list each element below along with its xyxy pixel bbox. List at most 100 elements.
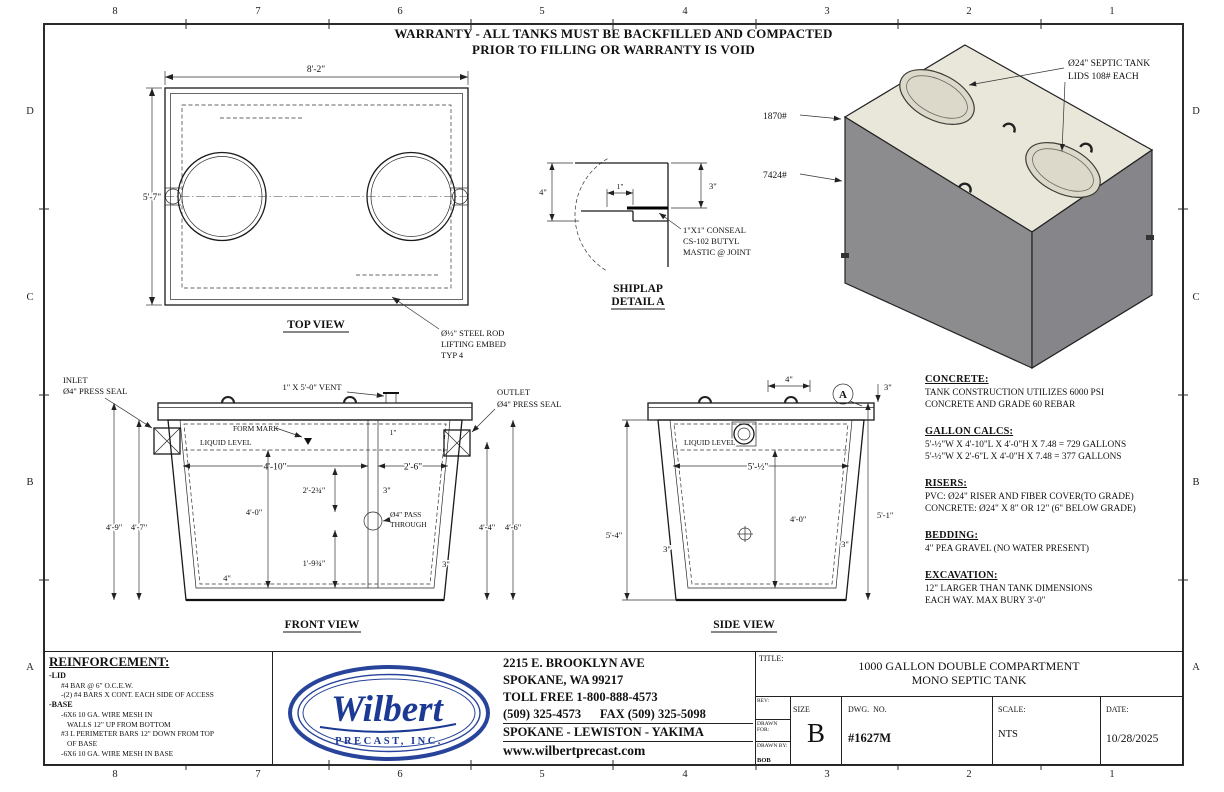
note-heading: RISERS:	[925, 478, 968, 489]
title-block-bottom-row: REV: DRAWN FOR: DRAWN BY:BOB SIZE B DWG.…	[756, 697, 1182, 764]
lift-loop-icon	[343, 396, 357, 404]
grid-col-label: 3	[824, 6, 830, 17]
weight-callouts: 1870# 7424#	[763, 112, 843, 183]
grid-col-label: 6	[397, 6, 403, 17]
dim-vent-offset: 1"	[390, 428, 397, 437]
lids-callout-line1: Ø24" SEPTIC TANK	[1068, 59, 1150, 69]
side-view-label: SIDE VIEW	[713, 619, 775, 631]
logo-underline-swash	[319, 723, 457, 733]
side-outline	[647, 396, 875, 602]
company-address-line2: SPOKANE, WA 99217	[503, 673, 624, 687]
dim-tank-width: 5'-7"	[143, 193, 161, 203]
grid-row-label: A	[1192, 662, 1200, 673]
grid-row-label: D	[1192, 106, 1200, 117]
scale-label: SCALE:	[998, 705, 1026, 714]
dim-pass-to-floor: 1'-9¾"	[303, 558, 326, 568]
inlet-label-line1: INLET	[63, 375, 88, 385]
company-cities: SPOKANE - LEWISTON - YAKIMA	[503, 723, 753, 742]
dim-tank-length: 8'-2"	[307, 65, 325, 75]
grid-row-label: A	[26, 662, 34, 673]
detail-bubble-label: A	[839, 389, 847, 401]
company-tollfree: TOLL FREE 1-800-888-4573	[503, 690, 658, 704]
reinforcement-line: -6X6 10 GA. WIRE MESH IN	[61, 709, 153, 719]
size-label: SIZE	[793, 705, 810, 714]
scale-value: NTS	[998, 729, 1018, 740]
dim-liquid-depth: 4'-0"	[246, 507, 262, 517]
shiplap-title-line2: DETAIL A	[611, 296, 665, 308]
grid-col-label: 1	[1109, 6, 1115, 17]
drawn-for-label: DRAWN FOR:	[757, 720, 778, 733]
front-dimensions: 4'-10" 2'-6" 1" 2'-2¾" 3" 4'-0" 4'-9" 4'…	[104, 403, 523, 600]
logo-wordmark: Wilbert	[331, 689, 444, 730]
reinforcement-base-label: -BASE	[49, 700, 73, 710]
drawn-by-value: BOB	[757, 757, 771, 765]
shiplap-title-line1: SHIPLAP	[613, 283, 663, 295]
note-heading: GALLON CALCS:	[925, 426, 1014, 437]
size-value: B	[806, 718, 825, 748]
grid-col-label: 4	[682, 769, 688, 780]
side-view: 4" 3" A LIQUID LEVEL 5'-½" 5'-4" 4'-0" 5…	[604, 373, 895, 633]
reinforcement-heading: REINFORCEMENT:	[49, 654, 170, 669]
dim-wall-bottom: 3"	[442, 559, 450, 569]
dim-outlet-height: 4'-4"	[479, 522, 495, 532]
steel-rod-callout-line2: LIFTING EMBED	[441, 339, 506, 349]
revision-column: REV: DRAWN FOR: DRAWN BY:BOB	[756, 697, 791, 764]
inlet-fitting	[153, 427, 181, 455]
inlet-label-line2: Ø4" PRESS SEAL	[63, 386, 127, 396]
note-line: 4" PEA GRAVEL (NO WATER PRESENT)	[925, 544, 1090, 554]
note-line: 5'-½"W X 2'-6"L X 4'-0"H X 7.48 = 377 GA…	[925, 452, 1122, 462]
date-value: 10/28/2025	[1106, 733, 1159, 745]
company-phone-fax: (509) 325-4573 FAX (509) 325-5098	[503, 707, 706, 721]
company-website: www.wilbertprecast.com	[503, 743, 646, 758]
top-view-dimensions: 8'-2" 5'-7"	[141, 64, 469, 306]
dim-right-compartment: 2'-6"	[404, 463, 422, 473]
top-view-outline	[164, 87, 469, 306]
note-risers: RISERS: PVC: Ø24" RISER AND FIBER COVER(…	[925, 478, 1183, 515]
front-view-label: FRONT VIEW	[285, 619, 360, 631]
lids-callout: Ø24" SEPTIC TANK LIDS 108# EACH	[968, 59, 1150, 152]
top-view-label: TOP VIEW	[287, 319, 345, 331]
wilbert-logo: Wilbert PRECAST, INC.	[288, 665, 490, 761]
lift-loop-icon	[221, 396, 235, 404]
logo-subtitle: PRECAST, INC.	[335, 736, 443, 747]
lift-loop-icon	[784, 396, 798, 404]
notes-column: CONCRETE: TANK CONSTRUCTION UTILIZES 600…	[925, 374, 1183, 622]
note-line: 5'-½"W X 4'-10"L X 4'-0"H X 7.48 = 729 G…	[925, 440, 1127, 450]
outlet-fitting	[443, 429, 471, 457]
grid-row-label: B	[26, 477, 34, 488]
dwg-no-cell: DWG. NO. #1627M	[842, 697, 993, 764]
note-excavation: EXCAVATION: 12" LARGER THAN TANK DIMENSI…	[925, 570, 1183, 607]
note-line: EACH WAY. MAX BURY 3'-0"	[925, 596, 1046, 606]
reinforcement-line: WALLS 12" UP FROM BOTTOM	[67, 719, 171, 729]
seam-clip	[1146, 235, 1154, 240]
warranty-note: WARRANTY - ALL TANKS MUST BE BACKFILLED …	[44, 26, 1183, 58]
outlet-label-line1: OUTLET	[497, 387, 531, 397]
drawn-for-cell: DRAWN FOR:	[756, 720, 790, 743]
note-heading: BEDDING:	[925, 530, 979, 541]
dim-riser-offset: 4"	[785, 374, 793, 384]
shiplap-detail: 4" 1" 3" 1"X1" CONSEAL CS-102 BUTYL MAST…	[538, 158, 752, 310]
dim-liquid-to-pass: 2'-2¾"	[303, 485, 326, 495]
side-dimensions: 4" 3" A LIQUID LEVEL 5'-½" 5'-4" 4'-0" 5…	[604, 373, 895, 601]
grid-col-label: 4	[682, 6, 688, 17]
grid-col-label: 1	[1109, 769, 1115, 780]
dim-inner-width: 5'-½"	[748, 462, 769, 473]
grid-col-label: 2	[966, 769, 972, 780]
dim-divider-wall: 3"	[383, 485, 391, 495]
steel-rod-callout-line1: Ø½" STEEL ROD	[441, 328, 504, 338]
seam-clip	[841, 253, 849, 258]
title-block: TITLE: 1000 GALLON DOUBLE COMPARTMENT MO…	[755, 651, 1183, 765]
reinforcement-line: OF BASE	[67, 738, 98, 748]
grid-col-label: 5	[539, 769, 545, 780]
note-bedding: BEDDING: 4" PEA GRAVEL (NO WATER PRESENT…	[925, 530, 1183, 555]
weight-top-slab: 1870#	[763, 112, 787, 122]
grid-col-label: 7	[255, 6, 261, 17]
note-gallon-calcs: GALLON CALCS: 5'-½"W X 4'-10"L X 4'-0"H …	[925, 426, 1183, 463]
weight-tank: 7424#	[763, 171, 787, 181]
dim-height-right: 5'-1"	[877, 510, 893, 520]
reinforcement-line: #4 BAR @ 6" O.C.E.W.	[61, 680, 133, 690]
conseal-callout-line3: MASTIC @ JOINT	[683, 247, 752, 257]
grid-row-label: C	[26, 292, 34, 303]
size-cell: SIZE B	[791, 697, 842, 764]
isometric-view: Ø24" SEPTIC TANK LIDS 108# EACH 1870# 74…	[763, 44, 1154, 370]
